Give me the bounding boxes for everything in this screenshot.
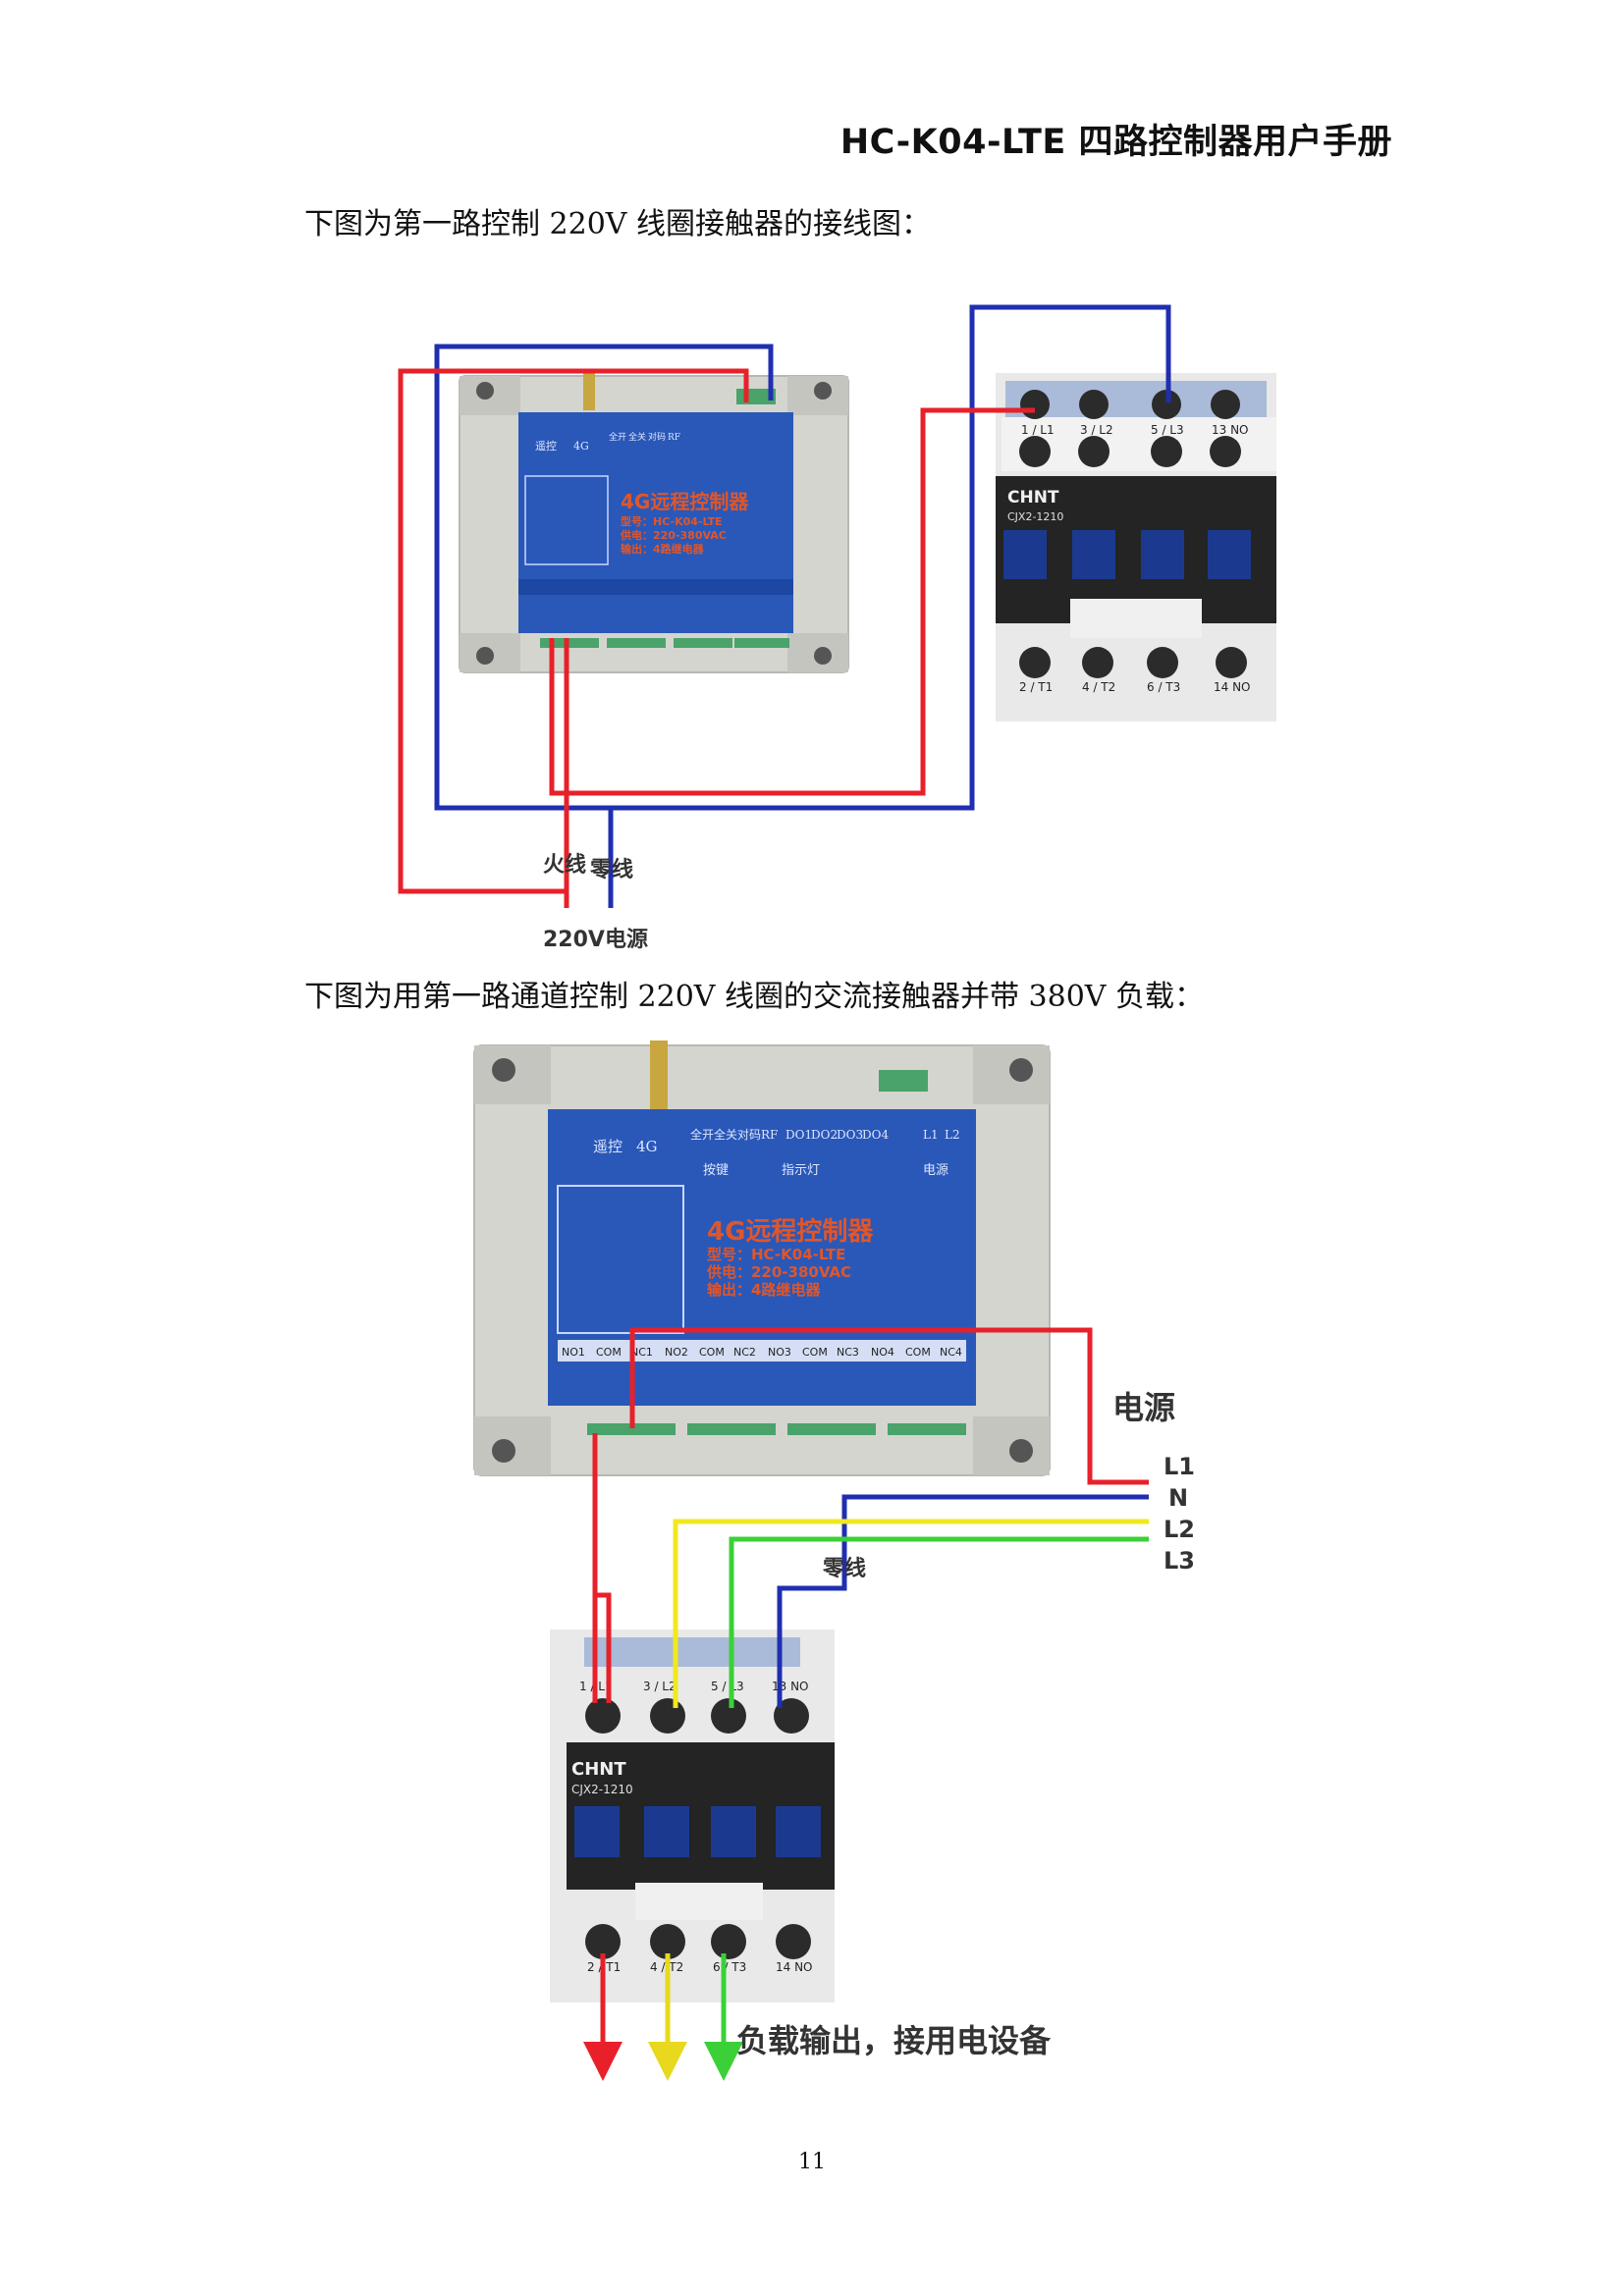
- terminal-nc3: NC3: [837, 1346, 859, 1359]
- 4g-icon-label-2: 4G: [636, 1138, 658, 1155]
- wire-n-blue: [777, 1494, 1149, 1708]
- terminal-com3: COM: [802, 1346, 828, 1359]
- contactor1-model: CJX2-1210: [1007, 510, 1063, 523]
- contactor1-term-14no: 14 NO: [1214, 680, 1251, 694]
- btn-pair-2: 对码: [737, 1128, 761, 1142]
- led-do3: DO3: [837, 1128, 863, 1142]
- contactor1-term-t3: 6 / T3: [1147, 680, 1180, 694]
- terminal-no4: NO4: [871, 1346, 894, 1359]
- diagram-2: 遥控 4G 全开 全关 对码 RF DO1 DO2 DO3 DO4 L1 L2 …: [473, 1041, 1195, 2081]
- controller-output-2: 输出：4路继电器: [707, 1281, 821, 1299]
- antenna-connector: [583, 371, 595, 410]
- diagram1-wires: [398, 304, 1171, 908]
- wire-blue-main: [434, 304, 1171, 811]
- terminal-nc2: NC2: [733, 1346, 756, 1359]
- label-n: N: [1168, 1484, 1188, 1512]
- led-do2: DO2: [811, 1128, 838, 1142]
- label-l3: L3: [1164, 1547, 1195, 1575]
- contactor1-term-l1: 1 / L1: [1021, 423, 1055, 437]
- antenna-connector-2: [650, 1041, 668, 1109]
- header-title: HC-K04-LTE 四路控制器用户手册: [839, 123, 1392, 162]
- contactor1-term-l2: 3 / L2: [1080, 423, 1113, 437]
- wire-red-com: [549, 407, 1035, 796]
- terminal-no3: NO3: [768, 1346, 791, 1359]
- contactor2-term-14no: 14 NO: [776, 1960, 813, 1974]
- btn-all-off-2: 全关: [714, 1127, 737, 1142]
- btn-all-on-2: 全开: [690, 1127, 714, 1142]
- contactor2-term-l3: 5 / L3: [711, 1680, 744, 1693]
- 4g-icon-label: 4G: [573, 440, 589, 453]
- controller-model: 型号：HC-K04-LTE: [621, 514, 723, 528]
- terminal-labels: NO1 COM NC1 NO2 COM NC2 NO3 COM NC3 NO4 …: [562, 1346, 962, 1359]
- btn-pair: 对码: [648, 431, 666, 443]
- controller-title-2: 4G远程控制器: [707, 1217, 874, 1247]
- label-220v-power: 220V电源: [543, 928, 648, 952]
- btn-rf: RF: [668, 433, 680, 443]
- pwr-l1: L1: [923, 1128, 939, 1142]
- contactor2-term-t3: 6 / T3: [713, 1960, 746, 1974]
- group-buttons: 按键: [703, 1163, 729, 1178]
- terminal-no1: NO1: [562, 1346, 585, 1359]
- terminal-com1: COM: [596, 1346, 622, 1359]
- wire-com-red: [592, 1433, 612, 1703]
- label-neutral-wire-1: 零线: [589, 857, 633, 882]
- terminal-com2: COM: [699, 1346, 725, 1359]
- contactor2-term-l2: 3 / L2: [643, 1680, 677, 1693]
- btn-all-on: 全开: [609, 431, 626, 443]
- wire-l2-yellow: [673, 1519, 1149, 1708]
- contactor1-brand: CHNT: [1007, 488, 1059, 507]
- controller-2: 遥控 4G 全开 全关 对码 RF DO1 DO2 DO3 DO4 L1 L2 …: [473, 1041, 1051, 1476]
- btn-all-off: 全关: [628, 431, 646, 443]
- terminal-com4: COM: [905, 1346, 931, 1359]
- contactor1-term-t2: 4 / T2: [1082, 680, 1115, 694]
- terminal-nc1: NC1: [630, 1346, 653, 1359]
- controller-supply-2: 供电：220-380VAC: [706, 1263, 851, 1281]
- label-neutral-wire-2: 零线: [822, 1556, 866, 1581]
- diagram-1: 遥控 4G 全开 全关 对码 RF 4G远程控制器 型号：HC-K04-LTE …: [398, 304, 1276, 952]
- label-load-output: 负载输出，接用电设备: [736, 2022, 1052, 2059]
- controller-supply: 供电：220-380VAC: [620, 528, 727, 542]
- controller-title: 4G远程控制器: [621, 490, 749, 513]
- controller-output: 输出：4路继电器: [621, 542, 705, 556]
- caption-diagram-2: 下图为用第一路通道控制 220V 线圈的交流接触器并带 380V 负载：: [304, 980, 1204, 1014]
- controller-1: 遥控 4G 全开 全关 对码 RF 4G远程控制器 型号：HC-K04-LTE …: [459, 371, 849, 673]
- pwr-l2: L2: [945, 1128, 960, 1142]
- terminal-nc4: NC4: [940, 1346, 962, 1359]
- diagram2-wires: [583, 1327, 1149, 2081]
- remote-icon-label-2: 遥控: [593, 1138, 623, 1155]
- group-leds: 指示灯: [782, 1163, 820, 1178]
- label-l1: L1: [1164, 1453, 1195, 1480]
- caption-diagram-1: 下图为第一路控制 220V 线圈接触器的接线图：: [304, 207, 931, 241]
- contactor2-model: CJX2-1210: [571, 1783, 633, 1796]
- label-live-wire: 火线: [543, 852, 586, 878]
- remote-icon-label: 遥控: [535, 439, 557, 453]
- led-do4: DO4: [862, 1128, 889, 1142]
- contactor1-term-13no: 13 NO: [1212, 423, 1249, 437]
- contactor1-term-l3: 5 / L3: [1151, 423, 1184, 437]
- page-number: 11: [798, 2150, 826, 2174]
- group-power: 电源: [923, 1163, 948, 1178]
- terminal-no2: NO2: [665, 1346, 688, 1359]
- wire-l1-red: [629, 1327, 1149, 1485]
- contactor-1: 1 / L1 3 / L2 5 / L3 13 NO CHNT CJX2-121…: [996, 373, 1276, 721]
- led-do1: DO1: [785, 1128, 812, 1142]
- contactor2-brand: CHNT: [571, 1759, 626, 1780]
- wire-l3-green: [729, 1536, 1149, 1708]
- contactor1-term-t1: 2 / T1: [1019, 680, 1053, 694]
- btn-rf-2: RF: [761, 1128, 778, 1142]
- label-power: 电源: [1112, 1389, 1175, 1426]
- controller-model-2: 型号：HC-K04-LTE: [707, 1246, 845, 1263]
- label-l2: L2: [1164, 1516, 1195, 1543]
